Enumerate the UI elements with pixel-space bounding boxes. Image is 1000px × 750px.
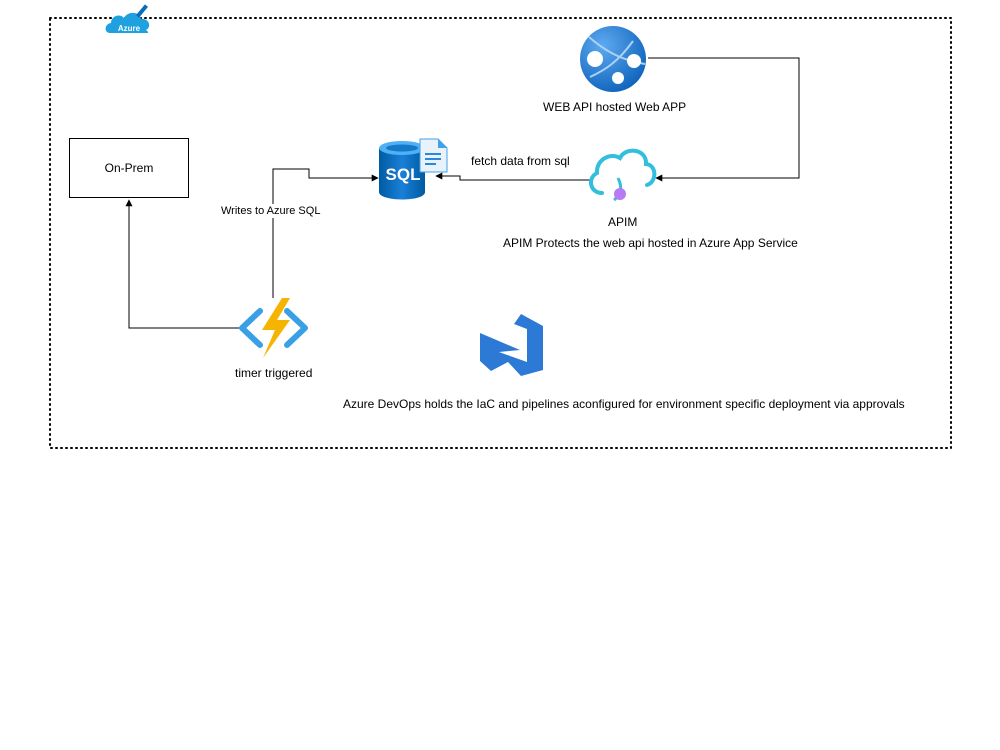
function-label: timer triggered [235, 366, 313, 380]
azure-boundary [49, 17, 952, 449]
apim-label: APIM [608, 215, 638, 229]
sql-icon-text: SQL [386, 165, 421, 184]
apim-caption: APIM Protects the web api hosted in Azur… [503, 236, 798, 250]
azure-badge-label: Azure [118, 24, 141, 33]
edge-apim-to-sql [435, 172, 590, 181]
edge-label-writes-sql: Writes to Azure SQL [221, 205, 321, 217]
edge-function-to-sql [272, 168, 379, 298]
onprem-label: On-Prem [104, 161, 154, 175]
azure-cloud-badge: Azure [105, 4, 150, 33]
webapp-label: WEB API hosted Web APP [543, 100, 687, 114]
onprem-node: On-Prem [69, 138, 189, 198]
app-service-icon [580, 26, 646, 92]
api-management-icon [589, 148, 657, 202]
azure-sql-database-icon: SQL [379, 138, 448, 200]
edge-function-to-onprem [125, 199, 241, 329]
edge-label-fetch-data: fetch data from sql [471, 154, 570, 168]
azure-devops-icon [480, 314, 543, 376]
devops-caption: Azure DevOps holds the IaC and pipelines… [343, 397, 905, 411]
edge-webapp-to-apim [648, 57, 800, 182]
azure-functions-icon [239, 298, 308, 358]
